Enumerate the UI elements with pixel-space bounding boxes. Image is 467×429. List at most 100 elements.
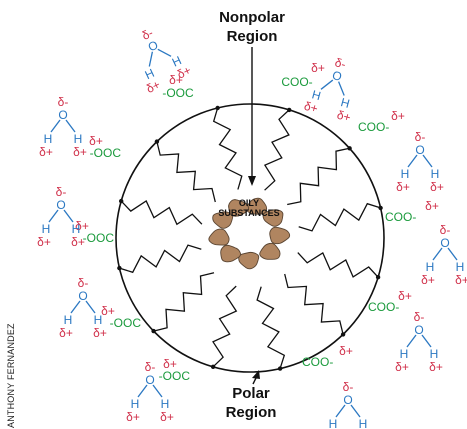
oxygen-atom: O [415,143,424,157]
partial-negative-charge: δ- [58,95,69,109]
o-h-bond [422,154,433,168]
hydrogen-atom: H [430,347,439,361]
head-partial-charge: δ+ [75,219,89,233]
head-partial-charge: δ+ [339,344,353,358]
partial-positive-charge: δ+ [59,326,73,340]
hydrocarbon-tail [284,273,344,335]
carboxylate-group: -OOC [159,369,191,383]
hydrocarbon-tail [212,107,243,190]
partial-positive-charge: δ+ [39,145,53,159]
o-h-bond [152,384,163,398]
o-h-bond [70,300,81,314]
hydrocarbon-tail [156,141,216,203]
o-h-bond [157,48,172,57]
water-molecule: OH Hδ-δ+ δ+ [59,276,107,340]
o-h-bond [447,247,458,261]
partial-negative-charge: δ- [440,223,451,237]
partial-positive-charge: δ+ [430,180,444,194]
hydrocarbon-tail [212,285,238,368]
carboxylate-group: -OOC [110,316,142,330]
hydrogen-atom: H [431,167,440,181]
polar-label-line1: Polar [232,385,270,402]
head-partial-charge: δ+ [311,61,325,75]
carboxylate-heads: -OOC-OOC-OOC-OOC-OOCCOO-COO-COO-COO-COO-… [75,61,439,383]
hydrogen-atom: H [74,132,83,146]
o-h-bond [350,404,361,418]
oxygen-atom: O [56,198,65,212]
nonpolar-arrow-head [248,176,256,186]
polar-label-line2: Region [226,404,277,421]
partial-positive-charge: δ+ [144,77,162,95]
polar-arrow-head [252,370,260,379]
partial-positive-charge: δ+ [303,99,320,116]
hydrogen-atom: H [401,167,410,181]
partial-positive-charge: δ+ [71,235,85,249]
partial-negative-charge: δ- [145,360,156,374]
hydrogen-atom: H [456,260,465,274]
o-h-bond [137,384,148,398]
partial-negative-charge: δ- [415,130,426,144]
o-h-bond [65,119,76,133]
hydrogen-atom: H [64,313,73,327]
oxygen-atom: O [145,373,154,387]
partial-positive-charge: δ+ [175,63,193,81]
o-h-bond [148,51,154,67]
hydrogen-atom: H [131,397,140,411]
hydrocarbon-chains [117,105,383,371]
partial-positive-charge: δ+ [396,180,410,194]
oily-label-line2: SUBSTANCES [218,208,279,218]
o-h-bond [320,79,334,90]
head-partial-charge: δ+ [398,289,412,303]
hydrocarbon-tail [153,272,215,332]
partial-positive-charge: δ+ [395,360,409,374]
oil-blob [212,211,234,229]
partial-positive-charge: δ+ [429,360,443,374]
hydrocarbon-tail [120,200,203,226]
partial-positive-charge: δ+ [93,326,107,340]
micelle-boundary [115,103,385,373]
o-h-bond [63,209,74,223]
oil-blob [269,226,291,245]
carboxylate-group: COO- [281,75,312,89]
oxygen-atom: O [343,393,352,407]
hydrocarbon-tail [256,286,286,369]
water-molecule: OH Hδ-δ+ δ+ [396,130,444,194]
hydrocarbon-tail [263,109,290,191]
hydrocarbon-tail [298,202,381,232]
head-partial-charge: δ+ [101,304,115,318]
partial-negative-charge: δ- [414,310,425,324]
hydrogen-atom: H [359,417,368,429]
oxygen-atom: O [440,236,449,250]
oil-blob [259,242,281,260]
hydrogen-atom: H [339,95,351,111]
head-partial-charge: δ+ [425,199,439,213]
hydrogen-atom: H [94,313,103,327]
oily-substance-blobs [208,197,291,270]
partial-positive-charge: δ+ [37,235,51,249]
carboxylate-group: COO- [358,120,389,134]
hydrogen-atom: H [161,397,170,411]
carboxylate-group: -OOC [162,86,194,100]
hydrogen-atom: H [329,417,338,429]
oxygen-atom: O [331,68,344,84]
partial-negative-charge: δ- [343,380,354,394]
oil-blob [208,228,230,246]
partial-negative-charge: δ- [333,55,347,71]
oxygen-atom: O [58,108,67,122]
oxygen-atom: O [78,289,87,303]
carboxylate-group: COO- [368,300,399,314]
polar-arrow-line [252,377,257,385]
o-h-bond [85,300,96,314]
partial-positive-charge: δ+ [126,410,140,424]
hydrogen-atom: H [42,222,51,236]
o-h-bond [421,334,432,348]
credit-text: ANTHONY FERNANDEZ [6,323,16,428]
o-h-bond [335,404,346,418]
carboxylate-group: -OOC [90,146,122,160]
hydrogen-atom: H [310,87,322,103]
partial-negative-charge: δ- [78,276,89,290]
hydrogen-atom: H [426,260,435,274]
